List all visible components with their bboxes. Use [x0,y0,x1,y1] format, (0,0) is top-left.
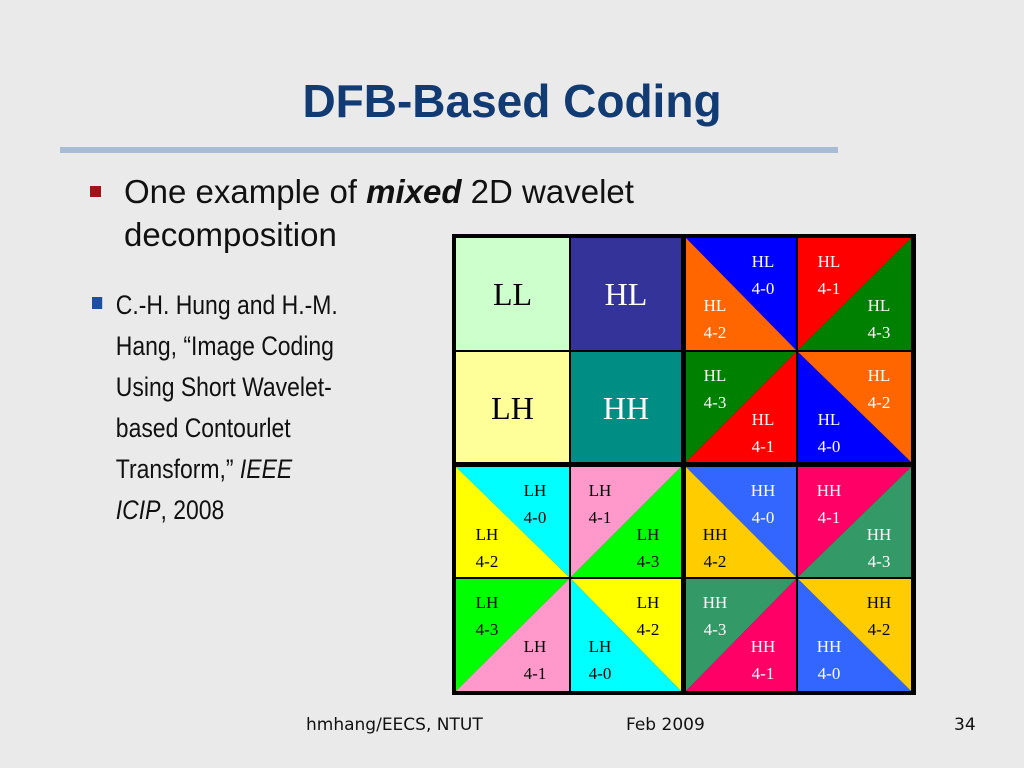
slide-title: DFB-Based Coding [302,75,722,127]
square-bullet-icon [90,186,101,197]
reference-bullet: C.-H. Hung and H.-M. Hang, “Image Coding… [92,285,347,531]
subband-lh: LH [456,352,569,462]
subband-hl: HL [571,238,681,350]
bullet-text-post: 2D wavelet decomposition [124,173,634,253]
subband-ll-label: LL [492,276,533,312]
footer-author: hmhang/EECS, NTUT [306,715,483,735]
bullet-text: One example of mixed 2D wavelet decompos… [124,170,774,256]
bullet-text-emphasis: mixed [366,173,462,210]
title-underline [60,147,838,153]
reference-venue: IEEE ICIP [115,454,293,525]
footer-date: Feb 2009 [626,715,705,735]
subband-hh-label: HH [602,390,650,426]
subband-hl-label: HL [604,276,648,312]
subband-hh: HH [571,352,681,462]
bullet-text-pre: One example of [124,173,367,210]
reference-citation: C.-H. Hung and H.-M. Hang, “Image Coding… [115,290,338,484]
subband-lh-label: LH [491,390,534,426]
reference-year: , 2008 [160,495,225,525]
subband-ll: LL [456,238,569,350]
square-bullet-icon [92,297,103,309]
footer-page-number: 34 [954,715,976,735]
reference-text: C.-H. Hung and H.-M. Hang, “Image Coding… [92,285,347,531]
